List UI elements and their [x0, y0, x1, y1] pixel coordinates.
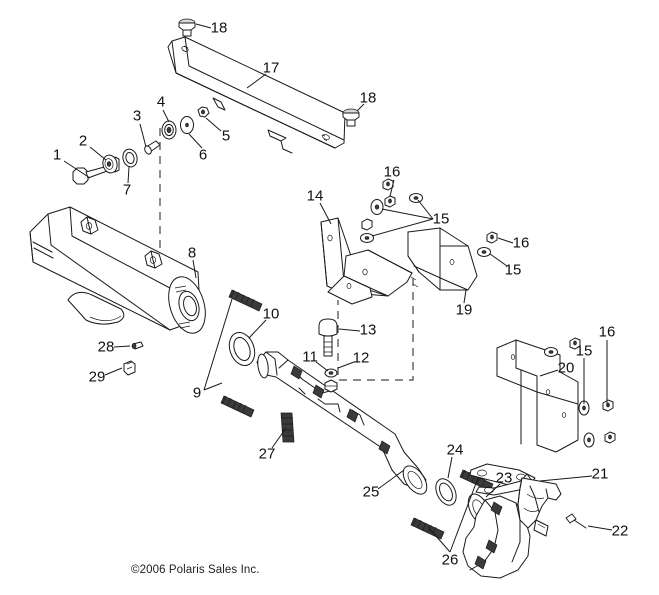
- callout-leader-lines: [63, 23, 613, 553]
- part-16-nut-g: [604, 431, 616, 444]
- callout-28: 28: [97, 338, 115, 356]
- part-3-spacer: [144, 140, 161, 155]
- callout-21: 21: [591, 465, 609, 483]
- part-16-nut-a: [382, 178, 394, 191]
- callout-16-second: 16: [512, 234, 530, 252]
- callout-4: 4: [156, 93, 166, 111]
- callout-2: 2: [78, 132, 88, 150]
- part-15-washer-e: [544, 347, 558, 357]
- part-22-screw: [565, 513, 587, 529]
- part-20-heat-shield-right: [496, 339, 579, 453]
- callout-16-third: 16: [598, 323, 616, 341]
- copyright-notice: ©2006 Polaris Sales Inc.: [131, 564, 260, 576]
- assembly-dashed-line-right: [337, 278, 414, 381]
- part-24-gasket-ring: [435, 478, 457, 506]
- part-2-bushing: [102, 154, 120, 174]
- callout-10: 10: [262, 305, 280, 323]
- part-7-o-ring: [122, 148, 138, 168]
- callout-7: 7: [122, 181, 132, 199]
- part-9-spring-upper: [228, 289, 263, 312]
- callout-6: 6: [198, 146, 208, 164]
- copyright-text: 2006 Polaris Sales Inc.: [139, 564, 260, 576]
- callout-15: 15: [432, 210, 450, 228]
- callout-19: 19: [455, 301, 473, 319]
- callout-12: 12: [352, 349, 370, 367]
- part-13-mount-stud: [318, 318, 338, 357]
- part-18-bolt-upper: [178, 18, 196, 37]
- part-27-spring: [280, 412, 295, 443]
- part-5-nut: [197, 106, 210, 118]
- part-16-nut-e: [569, 337, 581, 350]
- callout-5: 5: [221, 127, 231, 145]
- callout-29: 29: [88, 368, 106, 386]
- callout-20: 20: [557, 359, 575, 377]
- part-15-washer-a: [370, 199, 384, 215]
- callout-15-second: 15: [504, 261, 522, 279]
- callout-8: 8: [187, 244, 197, 262]
- part-9-spring-lower: [220, 395, 255, 418]
- part-8-muffler: [29, 206, 206, 334]
- callout-16: 16: [383, 163, 401, 181]
- callout-3: 3: [132, 107, 142, 125]
- part-10-gasket-ring: [228, 332, 256, 366]
- copyright-symbol: ©: [131, 564, 140, 576]
- part-12-nut-small: [324, 379, 338, 393]
- part-16-nut-f: [602, 399, 614, 412]
- callout-15-third: 15: [575, 342, 593, 360]
- part-14-bracket: [320, 217, 419, 305]
- callout-27: 27: [258, 445, 276, 463]
- part-28-rivet: [131, 341, 144, 350]
- part-16-nut-b: [384, 195, 396, 208]
- part-19-heat-shield-angled: [407, 227, 478, 291]
- part-15-washer-b: [409, 193, 423, 203]
- part-25-mid-pipe: [256, 351, 428, 495]
- part-23-header-pipe: [462, 477, 562, 579]
- part-16-nut-d: [486, 231, 498, 244]
- callout-26: 26: [441, 551, 459, 569]
- callout-14: 14: [306, 187, 324, 205]
- callout-17: 17: [262, 59, 280, 77]
- callout-9: 9: [192, 384, 202, 402]
- callout-23: 23: [495, 469, 513, 487]
- part-15-washer-c: [360, 233, 374, 243]
- part-29-clip: [123, 360, 136, 376]
- callout-18-second: 18: [359, 89, 377, 107]
- callout-13: 13: [359, 321, 377, 339]
- part-15-washer-g: [583, 432, 595, 448]
- part-16-nut-c: [361, 218, 373, 231]
- callout-11: 11: [302, 348, 318, 366]
- part-15-washer-d: [477, 247, 491, 257]
- callout-25: 25: [362, 483, 380, 501]
- callout-22: 22: [611, 522, 629, 540]
- callout-24: 24: [446, 441, 464, 459]
- part-17-heat-shield-long: [167, 36, 346, 154]
- part-26-spring-a: [410, 517, 445, 540]
- part-15-washer-f: [578, 400, 590, 416]
- callout-1: 1: [52, 146, 62, 164]
- part-21-gasket-upper: [469, 463, 536, 487]
- part-18-bolt-lower: [342, 108, 360, 127]
- callout-18: 18: [210, 19, 228, 37]
- part-6-washer: [180, 116, 194, 134]
- part-4-grommet: [161, 120, 177, 140]
